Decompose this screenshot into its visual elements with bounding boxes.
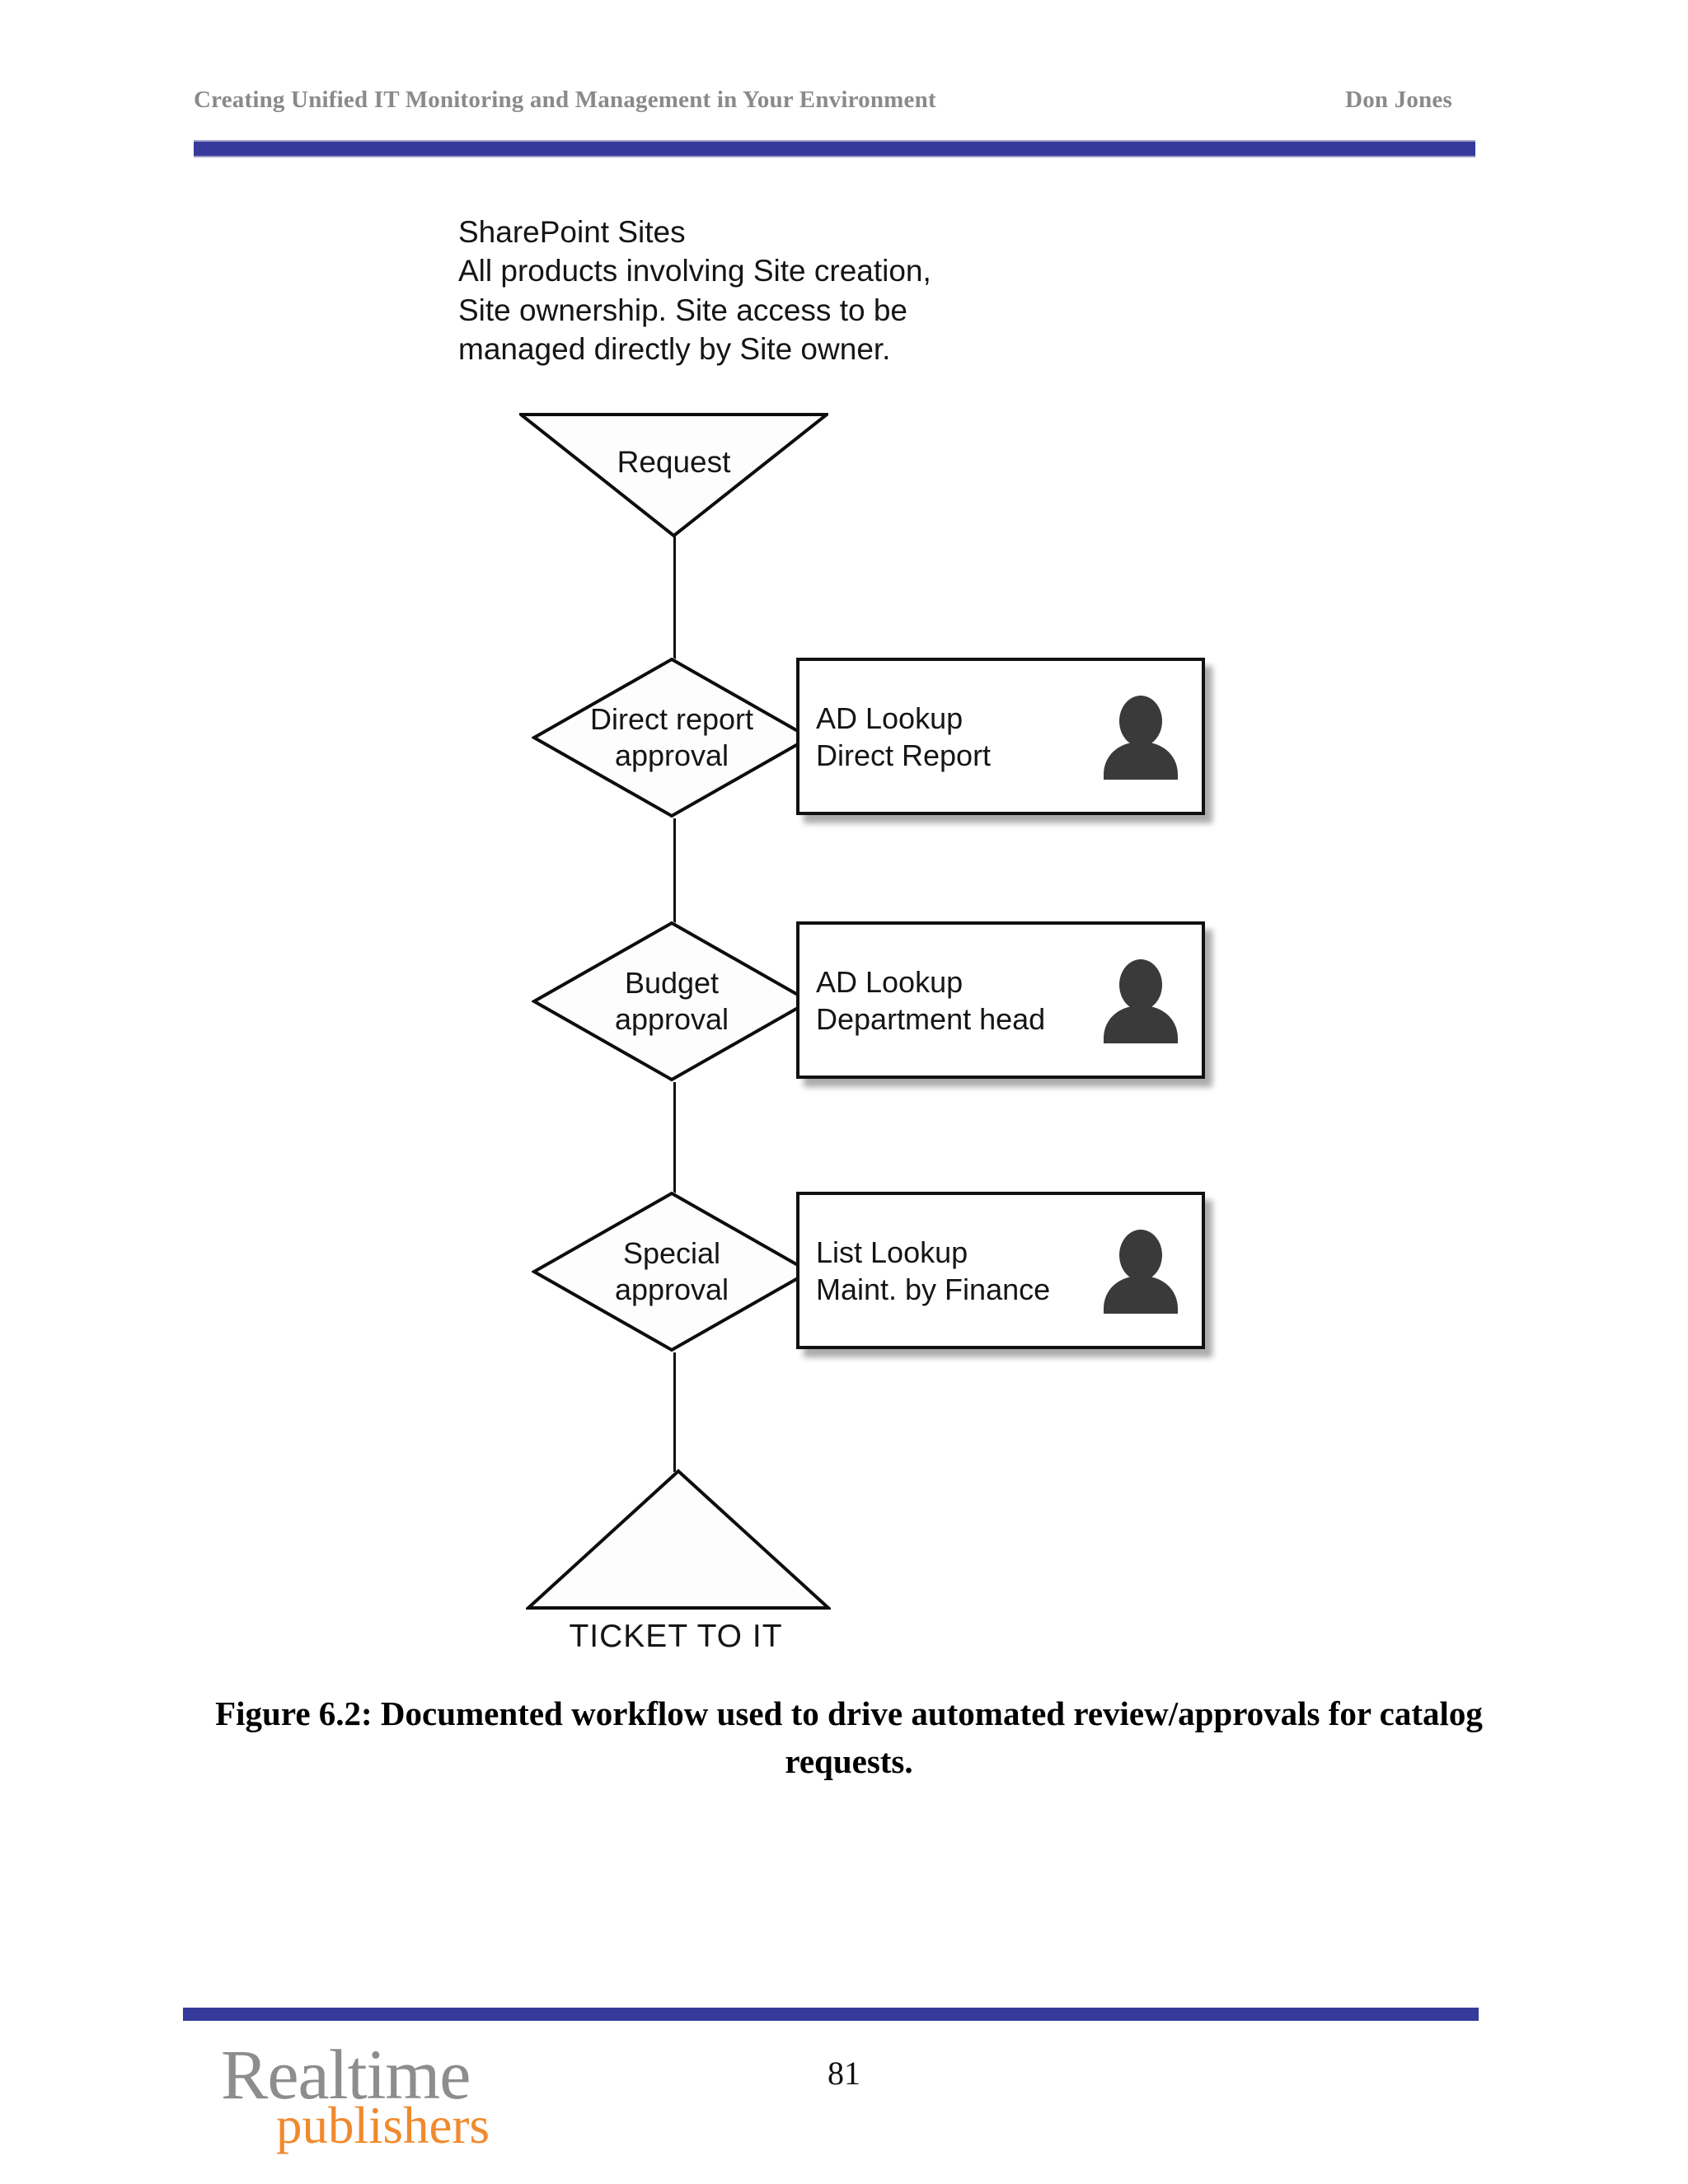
workflow-step-2: AD Lookup Department head Budget a <box>0 898 1688 1104</box>
lookup-box-1-line-2: Direct Report <box>816 738 992 772</box>
diamond-outline-2 <box>532 921 812 1082</box>
lookup-box-3-line-1: List Lookup <box>816 1235 968 1269</box>
workflow-step-3: List Lookup Maint. by Finance Special <box>0 1169 1688 1375</box>
header-title: Creating Unified IT Monitoring and Manag… <box>194 87 936 113</box>
person-icon <box>1091 1226 1190 1316</box>
lookup-box-3-text: List Lookup Maint. by Finance <box>799 1234 1091 1308</box>
lookup-box-2: AD Lookup Department head <box>796 921 1205 1079</box>
person-icon <box>1091 955 1190 1046</box>
triangle-up-outline <box>526 1469 831 1610</box>
node-ticket-label: TICKET TO IT <box>569 1619 783 1654</box>
lookup-box-2-line-1: AD Lookup <box>816 964 964 999</box>
realtime-publishers-logo: Realtime publishers <box>221 2035 493 2155</box>
diagram-note-line-2: All products involving Site creation, <box>458 254 931 288</box>
diamond-outline-3 <box>532 1191 812 1352</box>
connector-1 <box>673 536 676 659</box>
logo-realtime-text: Realtime <box>221 2035 471 2114</box>
connector-4 <box>673 1352 676 1472</box>
lookup-box-2-text: AD Lookup Department head <box>799 963 1091 1038</box>
decision-1-line-1: Direct report <box>589 702 754 737</box>
diagram-note-line-3: Site ownership. Site access to be <box>458 293 908 327</box>
header-rule <box>194 140 1475 157</box>
workflow-diagram: SharePoint Sites All products involving … <box>0 213 1688 1654</box>
connector-3 <box>673 1082 676 1193</box>
lookup-box-1-line-1: AD Lookup <box>816 701 964 735</box>
decision-1-label: Direct report approval <box>527 701 817 774</box>
decision-3-label: Special approval <box>527 1235 817 1308</box>
decision-2-line-1: Budget <box>624 966 720 1001</box>
logo-publishers-text: publishers <box>276 2097 490 2155</box>
node-request-label: Request <box>617 445 731 479</box>
lookup-box-3: List Lookup Maint. by Finance <box>796 1192 1205 1349</box>
person-icon <box>1091 691 1190 782</box>
decision-3: Special approval <box>532 1191 812 1352</box>
footer-rule <box>183 2008 1479 2021</box>
decision-3-line-1: Special <box>622 1236 721 1271</box>
diagram-note: SharePoint Sites All products involving … <box>458 213 1085 368</box>
lookup-box-1-text: AD Lookup Direct Report <box>799 700 1091 774</box>
page-number: 81 <box>828 2055 860 2092</box>
decision-2: Budget approval <box>532 921 812 1082</box>
node-ticket <box>526 1469 831 1610</box>
decision-2-line-2: approval <box>614 1002 729 1036</box>
connector-2 <box>673 818 676 926</box>
decision-1: Direct report approval <box>532 657 812 818</box>
diamond-outline-1 <box>532 657 812 818</box>
triangle-down-outline <box>519 413 828 537</box>
diagram-note-line-1: SharePoint Sites <box>458 215 686 249</box>
figure-caption: Figure 6.2: Documented workflow used to … <box>215 1694 1483 1781</box>
node-request: Request <box>519 412 828 537</box>
lookup-box-1: AD Lookup Direct Report <box>796 658 1205 815</box>
workflow-step-1: AD Lookup Direct Report Direct report <box>0 635 1688 841</box>
diagram-note-line-4: managed directly by Site owner. <box>458 332 891 367</box>
decision-1-line-2: approval <box>614 738 729 772</box>
lookup-box-3-line-2: Maint. by Finance <box>816 1272 1051 1306</box>
decision-3-line-2: approval <box>614 1272 729 1306</box>
running-header: Creating Unified IT Monitoring and Manag… <box>194 87 1475 114</box>
header-author: Don Jones <box>1345 87 1452 113</box>
decision-2-label: Budget approval <box>527 965 817 1038</box>
lookup-box-2-line-2: Department head <box>816 1001 1046 1036</box>
